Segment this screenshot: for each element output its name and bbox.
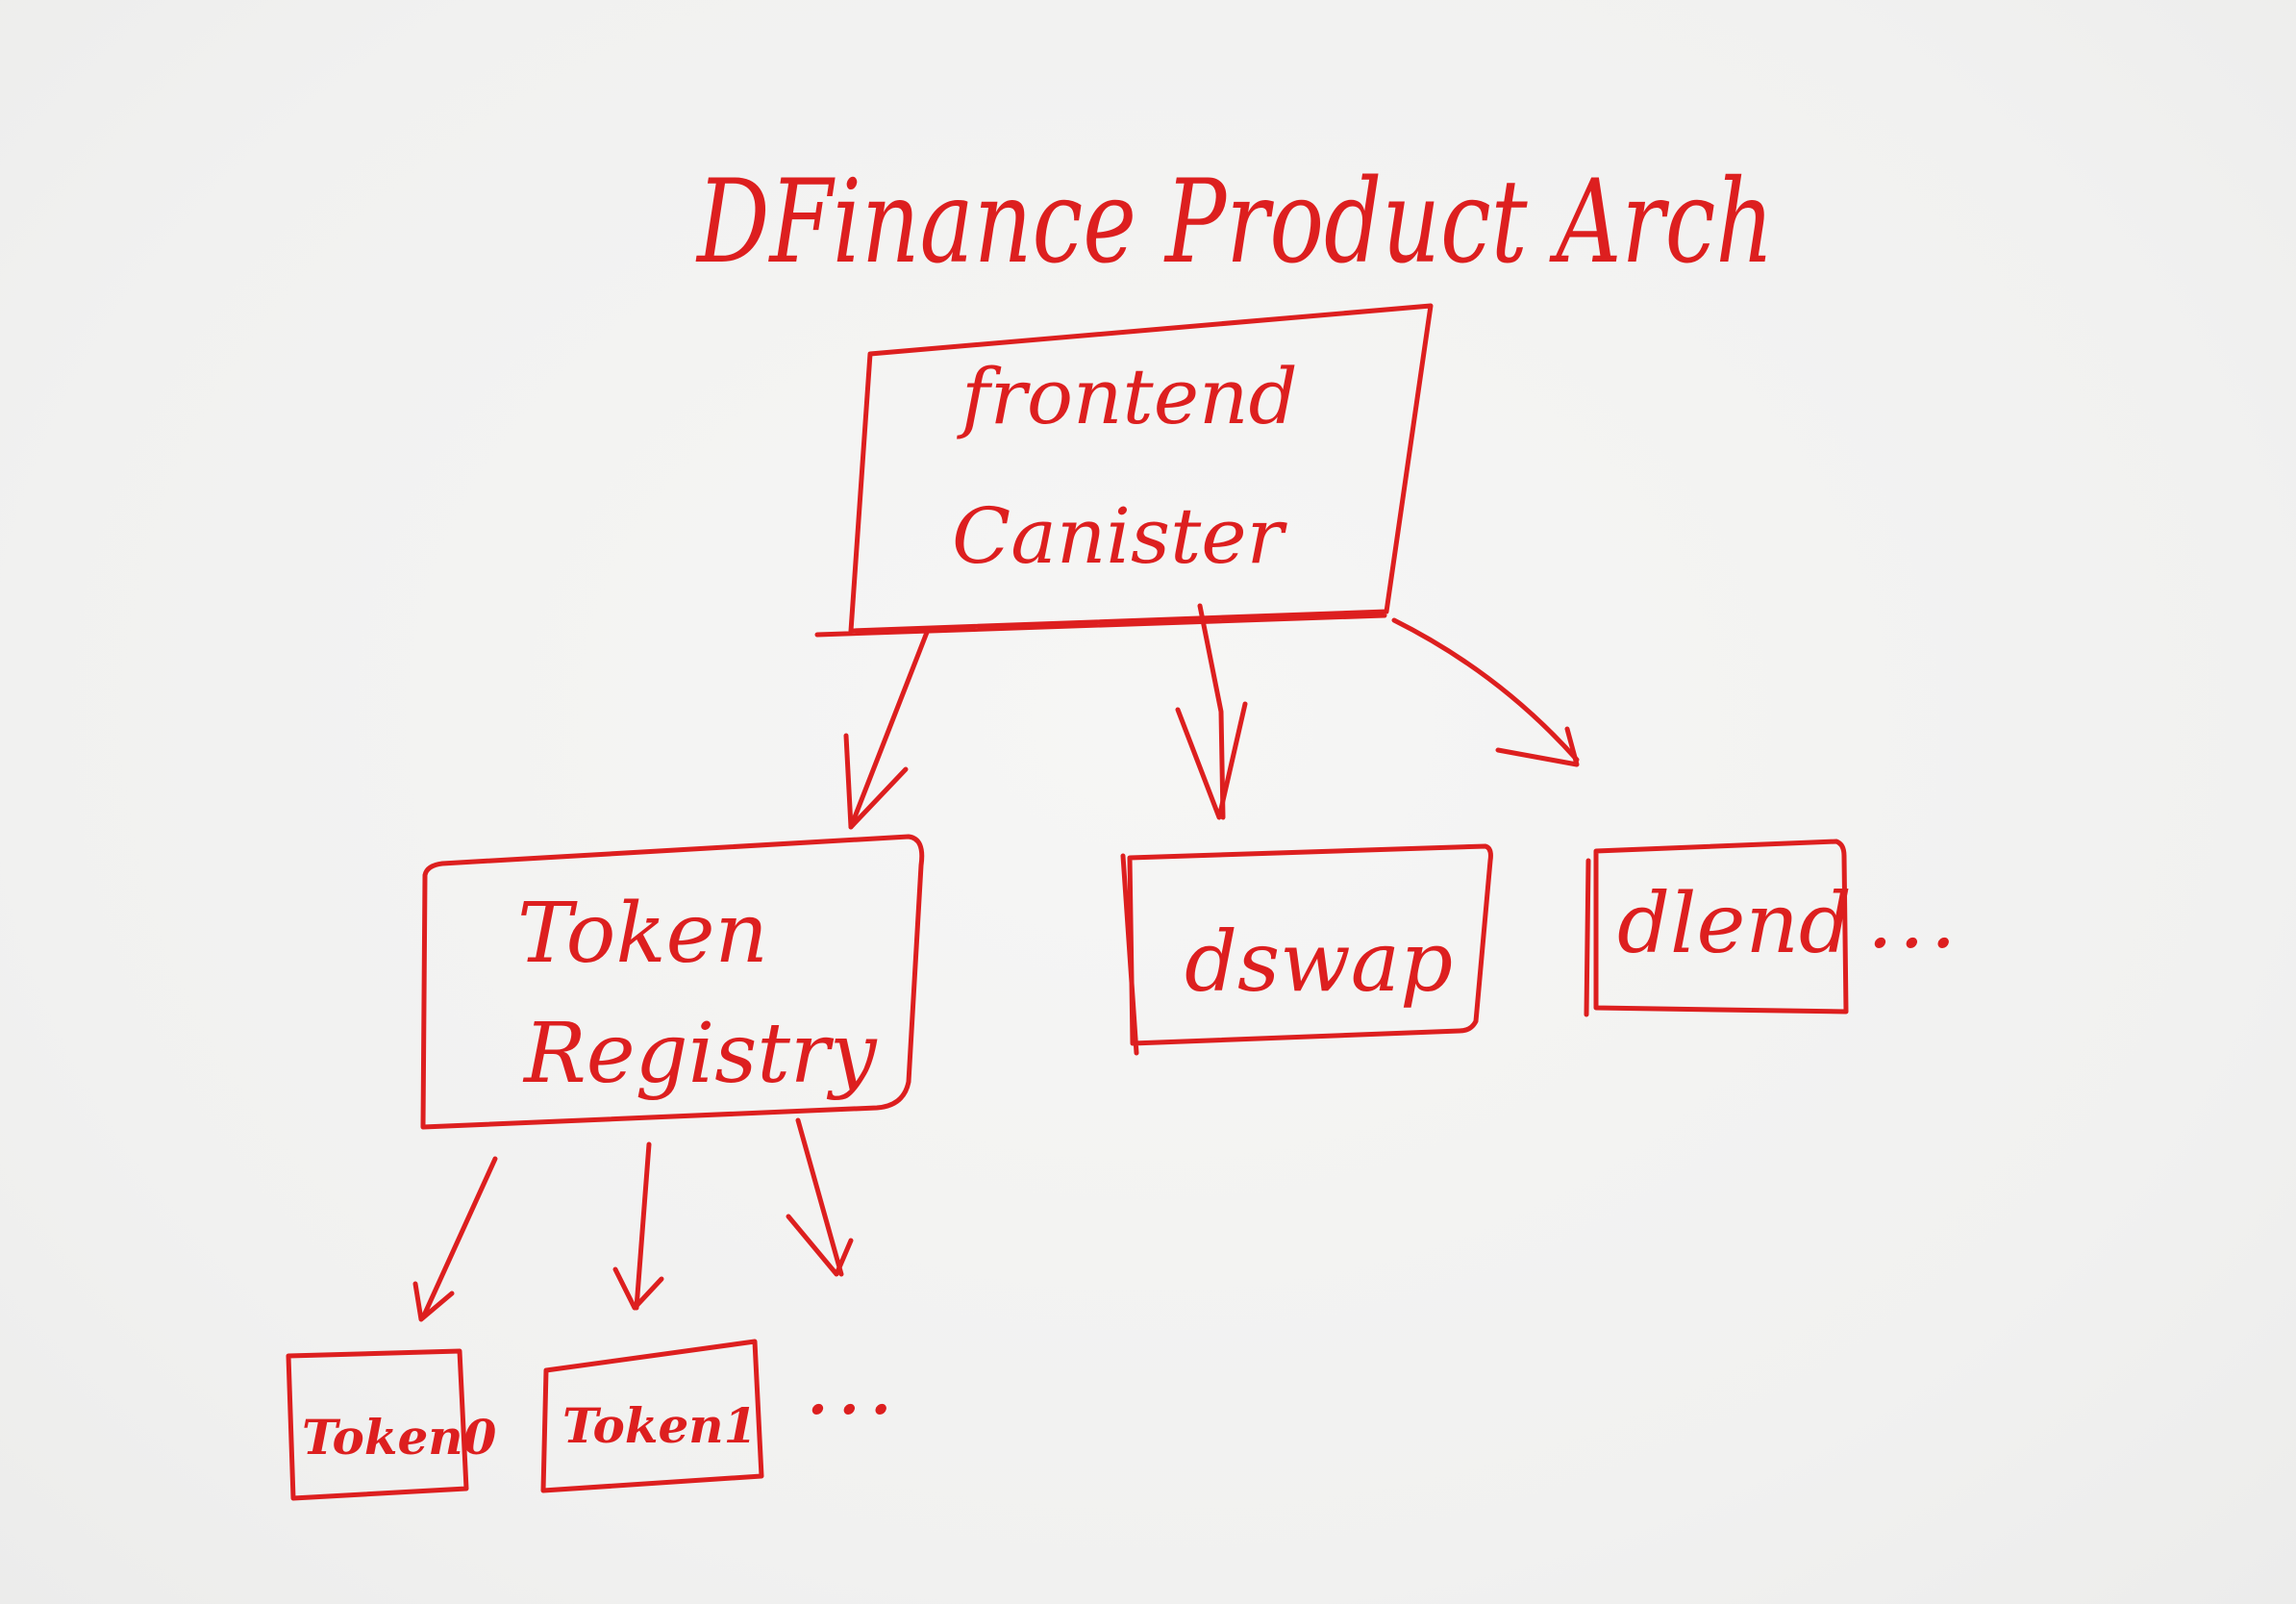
arrow-registry-to-token0 <box>412 1156 498 1322</box>
dlend-box <box>1584 839 1849 1017</box>
arrow-frontend-to-dswap <box>1175 603 1248 820</box>
token0-label: Token0 <box>302 1409 497 1466</box>
frontend-canister-label-line1: frontend <box>957 352 1298 441</box>
node-dlend: dlend <box>1584 839 1852 1017</box>
frontend-canister-label-line2: Canister <box>952 491 1288 581</box>
dlend-label: dlend <box>1617 876 1852 972</box>
token0-box <box>286 1348 469 1501</box>
token-registry-box <box>420 834 925 1130</box>
more-tokens-ellipsis: ... <box>808 1361 903 1428</box>
arrow-registry-to-more-tokens <box>786 1117 854 1277</box>
arrow-frontend-to-dlend <box>1391 617 1580 767</box>
dswap-box <box>1120 843 1493 1056</box>
node-token-registry: Token Registry <box>420 834 925 1130</box>
node-dswap: dswap <box>1120 843 1493 1056</box>
frontend-canister-box <box>814 303 1434 638</box>
node-frontend-canister: frontend Canister <box>814 303 1434 638</box>
token-registry-label-line1: Token <box>517 886 768 982</box>
arrow-frontend-to-registry <box>843 627 931 830</box>
diagram-title: DFinance Product Arch <box>695 156 1774 289</box>
more-services-ellipsis: ... <box>1870 894 1965 962</box>
node-token1: Token1 <box>540 1339 764 1493</box>
token1-box <box>540 1339 764 1493</box>
arrow-registry-to-token1 <box>612 1141 664 1311</box>
token-registry-label-line2: Registry <box>522 1006 878 1102</box>
token1-label: Token1 <box>562 1397 757 1454</box>
node-token0: Token0 <box>286 1348 497 1501</box>
dswap-label: dswap <box>1185 915 1453 1011</box>
